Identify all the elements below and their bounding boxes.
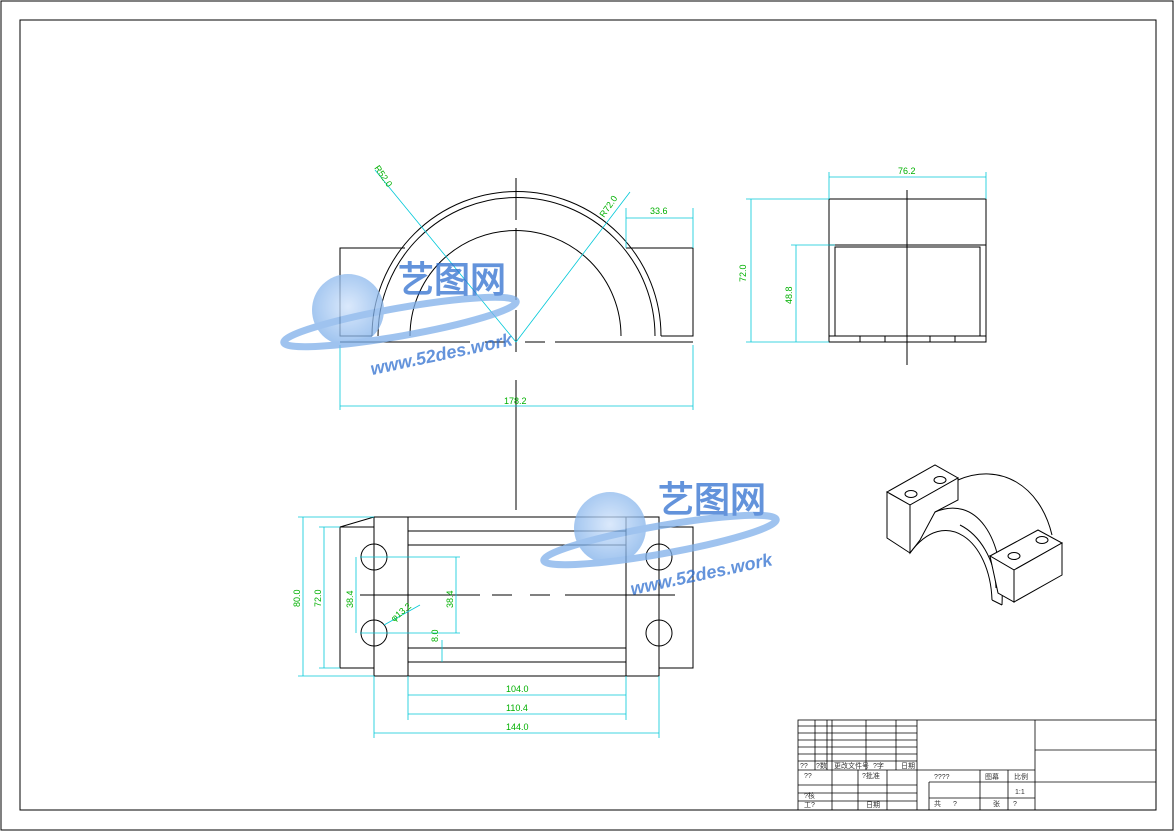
dim-plan-outer-height: 80.0 [292,589,302,607]
watermark-logo-2: 艺图网 www.52des.work [540,479,780,599]
inner-border [19,19,1157,811]
tb-label: ???? [934,774,950,781]
tb-label: ?批准 [862,771,880,780]
tb-label: ?数 [816,761,827,770]
tb-label: ?? [804,773,812,780]
plan-view-dimensions [298,516,660,738]
tb-label: ?核 [804,791,815,800]
dim-side-height: 72.0 [738,264,748,282]
dim-overall-width: 178.2 [504,396,527,406]
tb-label: 图幕 [985,772,999,781]
dim-r-outer: R72.0 [597,194,619,219]
dim-hole-spacing-left: 38.4 [345,590,355,608]
title-block-labels: ?? ?数 更改文件号 ?字 日期 ?? ?批准 ???? 图幕 比例 1:1 … [800,761,1028,809]
title-block [797,719,1157,811]
dim-slot-width: 8.0 [430,629,440,642]
dim-flange: 33.6 [650,206,668,216]
tb-label: 更改文件号 [834,761,869,770]
tb-label: 共 [934,799,941,808]
dim-side-width: 76.2 [898,166,916,176]
tb-label: 比例 [1014,772,1028,781]
tb-label: ? [953,801,957,808]
dim-side-inner-height: 48.8 [784,286,794,304]
tb-label: ?? [800,763,808,770]
dim-slot-length: 104.0 [506,684,529,694]
dim-r-inner: R52.0 [372,163,394,188]
isometric-view [885,464,1064,606]
tb-label: 1:1 [1015,789,1025,796]
side-view [828,190,987,365]
tb-label: 日期 [901,762,915,770]
dim-plan-inner-height: 72.0 [313,589,323,607]
dim-slot-outer: 110.4 [506,703,528,713]
tb-label: ?字 [873,761,884,770]
side-view-dimensions [746,172,987,343]
tb-label: 工? [804,802,815,809]
tb-label: 日期 [866,801,880,809]
tb-label: 张 [993,799,1000,808]
tb-label: ? [1013,801,1017,808]
watermark-logo-text-2: 艺图网 [658,479,766,520]
dim-overall-length: 144.0 [506,722,529,732]
watermark-logo-1: 艺图网 www.52des.work [280,259,520,379]
front-view [339,178,694,510]
dim-hole-diameter: φ13.2 [389,601,413,624]
dim-hole-spacing-right: 38.4 [445,590,455,608]
watermark-logo-text-1: 艺图网 [398,259,506,300]
